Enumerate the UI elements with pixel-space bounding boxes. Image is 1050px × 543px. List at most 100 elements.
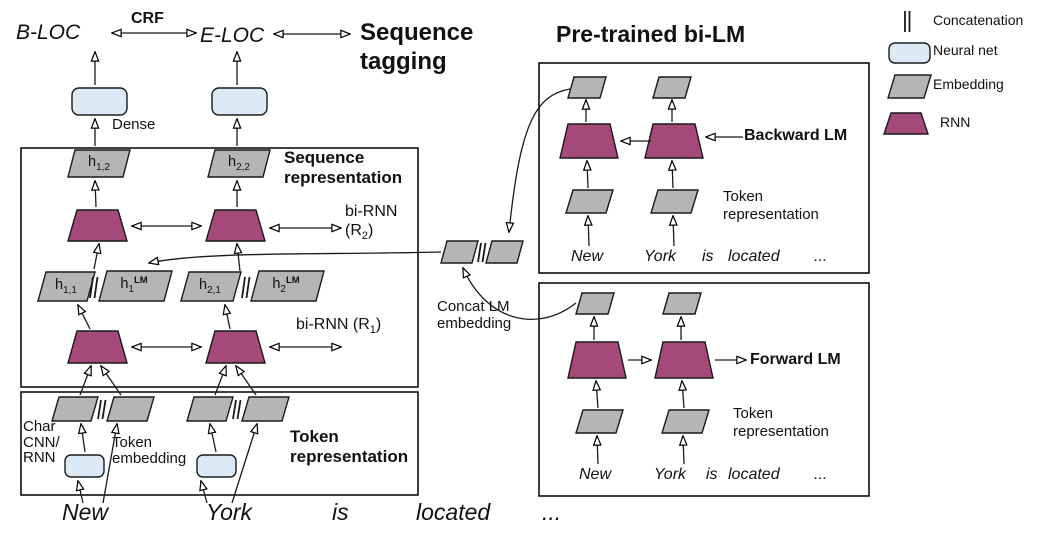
bi-rnn-r1-label: bi-RNN (R1): [296, 316, 382, 336]
fw-output-embedding-1: [575, 292, 615, 315]
h22-embedding: [207, 149, 271, 178]
tag-e-loc: E-LOC: [200, 24, 265, 47]
token-embedding-2: [241, 396, 290, 422]
fw-word-located: located: [728, 466, 780, 483]
bw-rnn-1: [559, 123, 619, 159]
h1lm-label: h1LM: [120, 275, 148, 295]
arrow: [101, 366, 122, 396]
bw-word-is: is: [702, 248, 714, 265]
fw-output-embedding-2: [662, 292, 702, 315]
forward-token-representation-label: Token representation: [733, 405, 829, 440]
fw-token-embedding-2: [661, 409, 710, 434]
arrow: [237, 244, 240, 272]
concatenation-bars: [89, 242, 487, 420]
concatenation-icon: [904, 11, 911, 32]
r2-rnn-2: [205, 209, 266, 242]
concat-bars-token2: [232, 399, 242, 420]
bw-token-embedding-2: [650, 189, 699, 214]
neural-net-shapes: [64, 87, 268, 478]
r1-rnn-1: [67, 330, 128, 364]
arrows: [78, 33, 746, 504]
arrow: [94, 244, 99, 270]
bw-output-embedding-2: [652, 76, 692, 99]
dense-neural-net-2: [211, 87, 268, 116]
char-embedding-1: [51, 396, 99, 422]
concat-bars-h1: [89, 276, 99, 299]
concat-lm-embedding-right: [485, 240, 524, 264]
word-is: is: [332, 499, 349, 525]
fw-word-ellipsis: ...: [814, 466, 828, 483]
token-embedding-label: Token embedding: [112, 434, 187, 467]
concat-bars-h2: [241, 276, 251, 299]
arrow: [102, 424, 117, 504]
r2-rnn-1: [67, 209, 128, 242]
dense-neural-net-1: [71, 87, 128, 116]
h1lm-embedding: [98, 270, 173, 302]
rnn-shapes: [67, 123, 714, 379]
arrow: [236, 366, 257, 396]
legend-neural-net-label: Neural net: [933, 42, 998, 58]
bw-word-new: New: [571, 248, 604, 265]
backward-lm-label: Backward LM: [744, 127, 848, 144]
fw-word-is: is: [706, 466, 718, 483]
concat-lm-embedding-label: Concat LM embedding: [437, 298, 512, 332]
word-york: York: [206, 499, 253, 525]
dense-label: Dense: [112, 116, 156, 133]
bw-output-embedding-1: [567, 76, 607, 99]
arrow: [588, 216, 589, 247]
forward-to-concat-curve: [463, 268, 577, 320]
h11-embedding: [37, 271, 96, 302]
fw-rnn-1: [567, 341, 627, 379]
arrow: [225, 305, 230, 330]
concat-lm-embedding-left: [440, 240, 479, 264]
legend-shapes: [883, 11, 932, 135]
legend-concatenation-label: Concatenation: [933, 12, 1024, 28]
crf-label: CRF: [131, 10, 164, 27]
forward-lm-box: [538, 282, 870, 497]
token-representation-title: Token representation: [290, 427, 409, 466]
backward-to-concat-curve: [509, 88, 571, 232]
char-embedding-2: [186, 396, 234, 422]
sequence-tagging-heading: Sequence tagging: [360, 19, 474, 75]
backward-lm-box: [538, 62, 870, 274]
fw-word-york: York: [654, 466, 687, 483]
bw-word-york: York: [644, 248, 677, 265]
h2lm-embedding: [250, 270, 325, 302]
arrow: [95, 181, 96, 208]
arrow: [78, 481, 83, 504]
arrow: [673, 216, 674, 247]
h12-label: h1,2: [88, 154, 110, 173]
arrow: [201, 481, 207, 504]
legend-rnn-label: RNN: [940, 114, 971, 130]
h21-label: h2,1: [199, 277, 221, 296]
arrow: [682, 381, 684, 409]
bw-word-ellipsis: ...: [814, 248, 828, 265]
word-ellipsis: ...: [542, 499, 562, 525]
char-net-1: [64, 454, 105, 478]
h21-embedding: [180, 271, 242, 302]
r1-rnn-2: [205, 330, 266, 364]
word-new: New: [62, 499, 109, 525]
arrow: [79, 366, 91, 396]
pretrained-bilm-title: Pre-trained bi-LM: [556, 21, 746, 47]
fw-word-new: New: [579, 466, 612, 483]
concat-bars-lm: [477, 242, 487, 263]
rnn-icon: [883, 112, 929, 135]
arrow: [596, 381, 598, 409]
bw-rnn-2: [644, 123, 704, 159]
fw-rnn-2: [654, 341, 714, 379]
char-cnn-rnn-label: Char CNN/ RNN: [23, 418, 60, 466]
h11-label: h1,1: [55, 277, 77, 296]
arrow: [672, 161, 673, 189]
bi-rnn-r2-label: bi-RNN(R2): [345, 203, 398, 242]
arrow: [214, 366, 226, 396]
tag-b-loc: B-LOC: [16, 21, 81, 44]
arrow: [81, 424, 85, 453]
token-representation-box: [20, 391, 419, 496]
arrow: [683, 436, 684, 465]
concat-to-h1lm-curve: [149, 251, 442, 263]
concat-bars-token1: [97, 399, 107, 420]
h12-embedding: [67, 149, 131, 178]
